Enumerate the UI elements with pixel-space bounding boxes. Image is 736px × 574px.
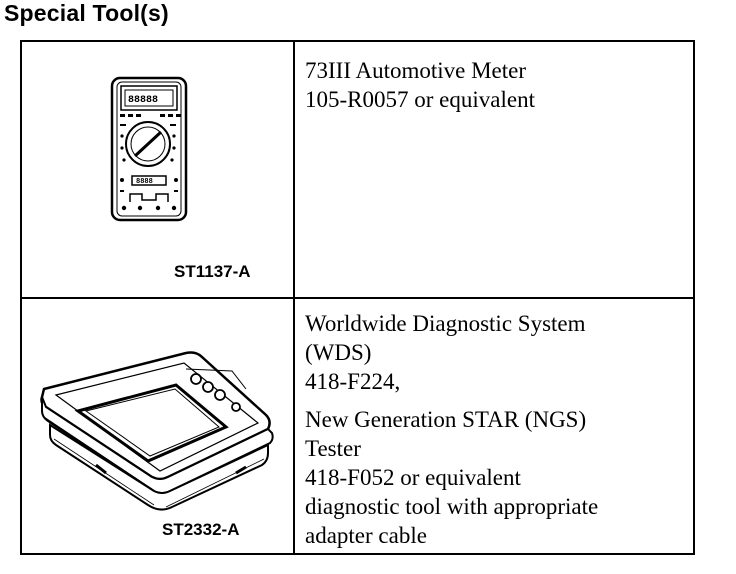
svg-text:88888: 88888	[128, 95, 158, 106]
tool-code: ST2332-A	[162, 520, 240, 539]
tool-image-cell: 88888 8888	[22, 42, 293, 297]
description-line: diagnostic tool with appropriate	[305, 494, 599, 519]
section-heading: Special Tool(s)	[4, 0, 169, 26]
svg-text:8888: 8888	[136, 178, 153, 186]
multimeter-icon: 88888 8888	[110, 76, 188, 222]
description-line: 105-R0057 or equivalent	[305, 87, 535, 112]
tool-row-meter: 88888 8888	[22, 42, 693, 299]
tool-description: Worldwide Diagnostic System (WDS) 418-F2…	[305, 309, 687, 550]
description-line: (WDS)	[305, 340, 372, 365]
paragraph-gap	[305, 396, 687, 405]
tool-description: 73III Automotive Meter 105-R0057 or equi…	[305, 56, 687, 114]
tool-row-diagnostic: ST2332-A Worldwide Diagnostic System (WD…	[22, 299, 693, 553]
description-line: 418-F224,	[305, 369, 401, 394]
diagnostic-tablet-icon	[40, 351, 274, 511]
description-line: 73III Automotive Meter	[305, 58, 527, 83]
description-line: New Generation STAR (NGS)	[305, 407, 587, 432]
tool-image-cell: ST2332-A	[22, 299, 293, 553]
description-line: 418-F052 or equivalent	[305, 465, 521, 490]
special-tools-table: 88888 8888	[20, 40, 695, 555]
tool-code: ST1137-A	[174, 262, 251, 281]
description-line: adapter cable	[305, 523, 427, 548]
description-line: Worldwide Diagnostic System	[305, 311, 586, 336]
description-line: Tester	[305, 436, 361, 461]
